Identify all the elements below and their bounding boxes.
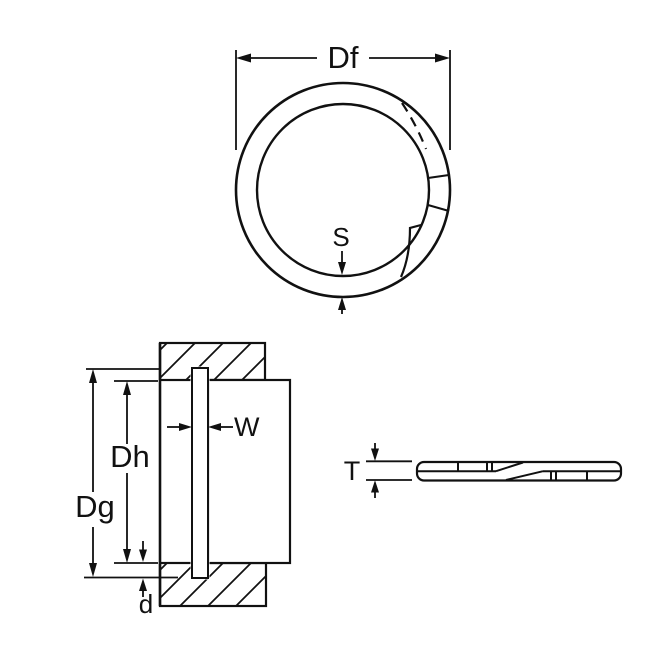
dim-ring-width: W — [167, 412, 260, 442]
hatch-line — [207, 562, 252, 607]
dim-groove-diameter: Dg — [75, 368, 178, 579]
hatch-line — [179, 562, 224, 607]
radial-wall-label: S — [332, 222, 349, 252]
spiral-end-curve — [399, 223, 422, 278]
ring-inner-circle — [255, 102, 431, 278]
thickness-label: T — [344, 456, 361, 486]
crossover-diagonal-upper — [495, 461, 524, 473]
arrowhead-left — [236, 53, 251, 63]
bore-diameter-label: Dh — [110, 439, 150, 474]
hatch-line — [213, 342, 252, 381]
arrowhead-left — [208, 423, 221, 431]
hatching-lower — [159, 562, 267, 607]
section-view: W Dh Dg d — [75, 341, 292, 619]
ring-coil-tick — [427, 204, 450, 212]
arrowhead-up — [371, 480, 379, 493]
arrowhead-down — [371, 448, 379, 461]
hatch-line — [235, 575, 267, 607]
crossover-diagonal-lower — [505, 470, 544, 481]
arrowhead-down — [123, 549, 131, 563]
housing-lower-block — [158, 561, 268, 608]
side-view: T — [344, 443, 623, 498]
ring-outer-circle — [234, 81, 452, 299]
arrowhead-right — [179, 423, 192, 431]
hidden-end-dashed-line — [401, 102, 428, 150]
arrowhead-up — [123, 381, 131, 395]
ring-coil-tick — [427, 174, 450, 179]
ring-side-outline — [415, 460, 623, 482]
retained-part — [206, 378, 292, 565]
arrowhead-up — [89, 369, 97, 383]
dim-bore-diameter: Dh — [110, 380, 158, 564]
hatch-line — [241, 356, 266, 381]
front-view: Df S — [234, 40, 452, 314]
dim-free-diameter: Df — [235, 40, 451, 150]
hatch-line — [159, 562, 196, 599]
dim-radial-wall: S — [332, 222, 350, 314]
groove-diameter-label: Dg — [75, 489, 115, 524]
arrowhead-up — [139, 578, 147, 591]
arrowhead-right — [435, 53, 450, 63]
free-diameter-label: Df — [328, 40, 359, 75]
arrowhead-down — [139, 549, 147, 562]
arrowhead-down — [89, 563, 97, 577]
arrowhead-down — [338, 262, 346, 275]
hatch-line — [159, 342, 196, 379]
groove-depth-label: d — [139, 589, 153, 619]
ring-width-label: W — [234, 412, 260, 442]
arrowhead-up — [338, 297, 346, 310]
dim-thickness: T — [344, 443, 412, 498]
dim-groove-depth: d — [139, 541, 153, 619]
ring-cross-section-bar — [191, 367, 209, 579]
